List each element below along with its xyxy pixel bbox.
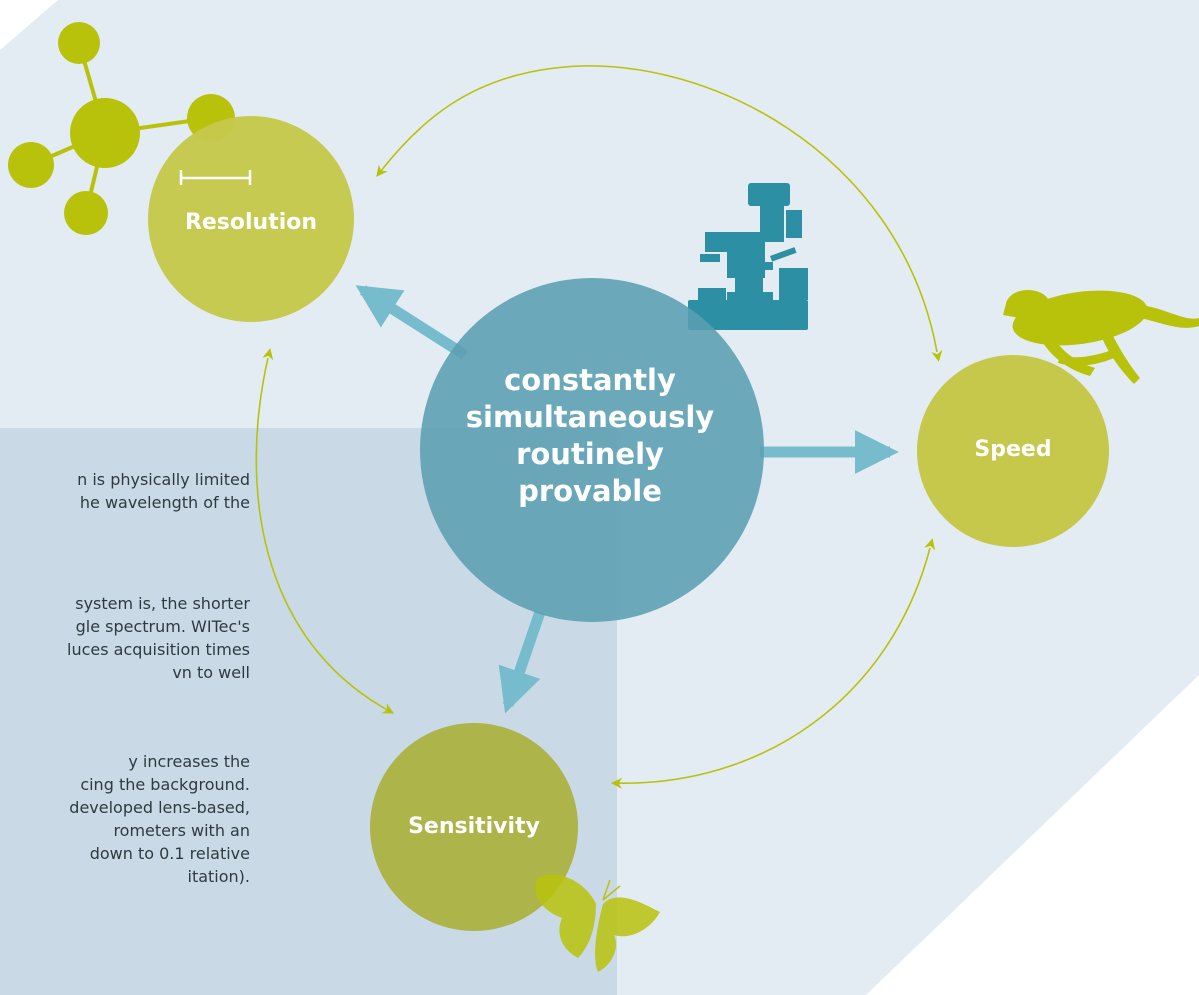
text-line: luces acquisition times <box>67 640 250 659</box>
text-line: rometers with an <box>113 821 250 840</box>
arc-resolution-sensitivity <box>255 348 394 714</box>
arc-speed-sensitivity <box>610 538 936 789</box>
text-line: vn to well <box>172 663 250 682</box>
text-line: system is, the shorter <box>75 594 250 613</box>
speed-node <box>917 355 1109 547</box>
resolution-node <box>148 116 354 322</box>
text-line: gle spectrum. WITec's <box>75 617 250 636</box>
arc-speed-resolution <box>376 65 943 362</box>
arrow-to-sensitivity <box>498 610 546 714</box>
text-line: he wavelength of the <box>79 493 250 512</box>
text-line: developed lens-based, <box>69 798 250 817</box>
butterfly-icon <box>535 874 660 972</box>
sensitivity-node <box>370 723 578 931</box>
scale-bar-icon <box>179 170 252 185</box>
arrow-to-resolution <box>355 285 468 360</box>
speed-label: Speed <box>974 437 1052 462</box>
cheetah-icon <box>1003 290 1199 384</box>
center-word: simultaneously <box>465 400 715 434</box>
resolution-label: Resolution <box>184 210 318 235</box>
text-line: n is physically limited <box>77 470 250 489</box>
microscope-icon <box>688 183 808 330</box>
sensitivity-label: Sensitivity <box>408 814 540 839</box>
center-word: provable <box>518 474 662 508</box>
center-word: routinely <box>516 437 664 471</box>
center-words: constantly simultaneously routinely prov… <box>420 362 760 510</box>
center-word: constantly <box>504 363 676 397</box>
text-line: itation). <box>187 867 251 886</box>
text-line: y increases the <box>128 752 250 771</box>
side-paragraph-2: system is, the shorter gle spectrum. WIT… <box>0 592 250 684</box>
text-line: down to 0.1 relative <box>89 844 250 863</box>
text-line: cing the background. <box>80 775 250 794</box>
side-paragraph-3: y increases the cing the background. dev… <box>0 750 250 888</box>
center-circle <box>420 278 764 622</box>
side-paragraph-1: n is physically limited he wavelength of… <box>0 468 250 514</box>
